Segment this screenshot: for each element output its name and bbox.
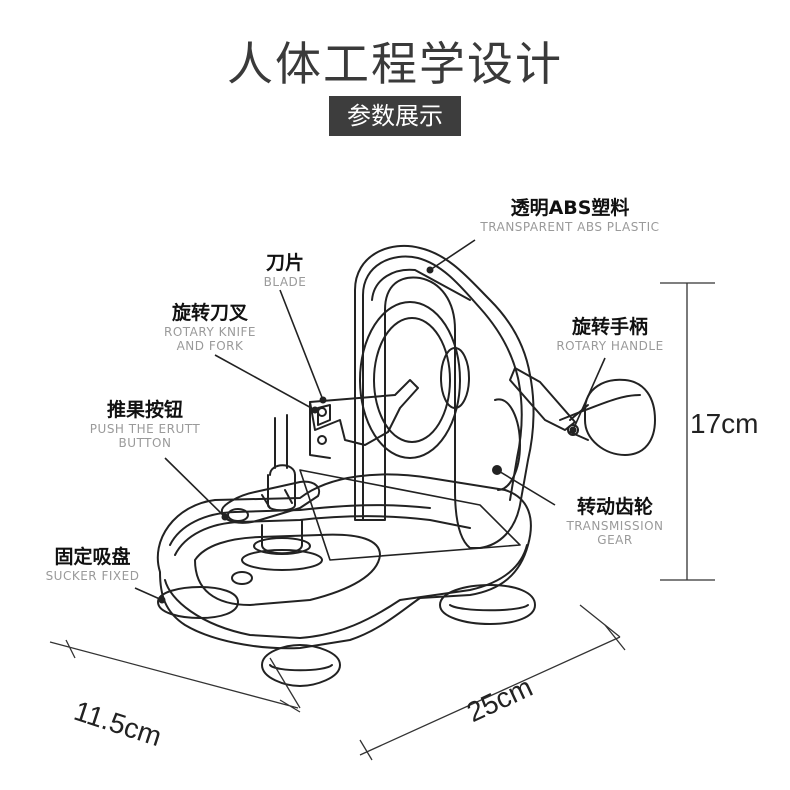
leader-gear — [496, 469, 556, 506]
width-dim-line — [359, 624, 626, 761]
sucker-right — [439, 584, 536, 625]
callout-abs-en: TRANSPARENT ABS PLASTIC — [480, 220, 660, 234]
push-button — [220, 480, 320, 524]
transmission-gear — [494, 398, 521, 491]
callout-knife-en1: ROTARY KNIFE — [164, 325, 256, 339]
leader-sucker — [134, 587, 163, 601]
callout-rotary-handle: 旋转手柄 ROTARY HANDLE — [540, 312, 680, 353]
depth-dim-line — [49, 639, 301, 713]
leader-abs — [429, 239, 476, 271]
callout-blade-en: BLADE — [263, 275, 307, 289]
callout-abs-plastic: 透明ABS塑料 TRANSPARENT ABS PLASTIC — [470, 193, 670, 234]
callout-handle-cn: 旋转手柄 — [571, 316, 648, 338]
height-dim-line — [660, 282, 715, 581]
crank-arm — [509, 367, 576, 431]
leader-blade — [279, 289, 324, 401]
callout-sucker-fixed: 固定吸盘 SUCKER FIXED — [35, 542, 150, 583]
rotary-fork — [274, 414, 288, 469]
dimension-height: 17cm — [690, 408, 759, 439]
sucker-front — [261, 644, 341, 687]
callout-button-cn: 推果按钮 — [106, 399, 183, 421]
leader-handle — [572, 357, 606, 431]
callout-knife-en2: AND FORK — [176, 339, 244, 353]
leader-button — [164, 457, 226, 518]
callout-transmission-gear: 转动齿轮 TRANSMISSION GEAR — [550, 492, 680, 547]
callout-blade: 刀片 BLADE — [245, 248, 325, 289]
main-frame — [354, 244, 535, 549]
callout-gear-cn: 转动齿轮 — [576, 496, 653, 518]
callout-rotary-knife: 旋转刀叉 ROTARY KNIFE AND FORK — [150, 298, 270, 353]
callout-sucker-en: SUCKER FIXED — [45, 569, 140, 583]
handle-knob — [584, 378, 656, 456]
callout-blade-cn: 刀片 — [265, 252, 304, 274]
callout-gear-en1: TRANSMISSION — [566, 519, 664, 533]
blade-disk — [359, 301, 461, 459]
callout-button-en2: BUTTON — [118, 436, 172, 450]
page-title: 人体工程学设计 — [227, 37, 563, 91]
callout-handle-en: ROTARY HANDLE — [556, 339, 664, 353]
callout-abs-cn: 透明ABS塑料 — [510, 197, 630, 219]
sucker-left — [157, 586, 239, 619]
callout-push-button: 推果按钮 PUSH THE ERUTT BUTTON — [75, 395, 215, 450]
callout-knife-cn: 旋转刀叉 — [171, 302, 248, 324]
section-badge: 参数展示 — [329, 96, 461, 136]
leader-fork — [214, 354, 316, 411]
callout-gear-en2: GEAR — [597, 533, 633, 547]
blade-arm — [309, 379, 419, 446]
callout-button-en1: PUSH THE ERUTT — [89, 422, 201, 436]
base-tray — [156, 473, 532, 650]
callout-sucker-cn: 固定吸盘 — [54, 546, 131, 568]
